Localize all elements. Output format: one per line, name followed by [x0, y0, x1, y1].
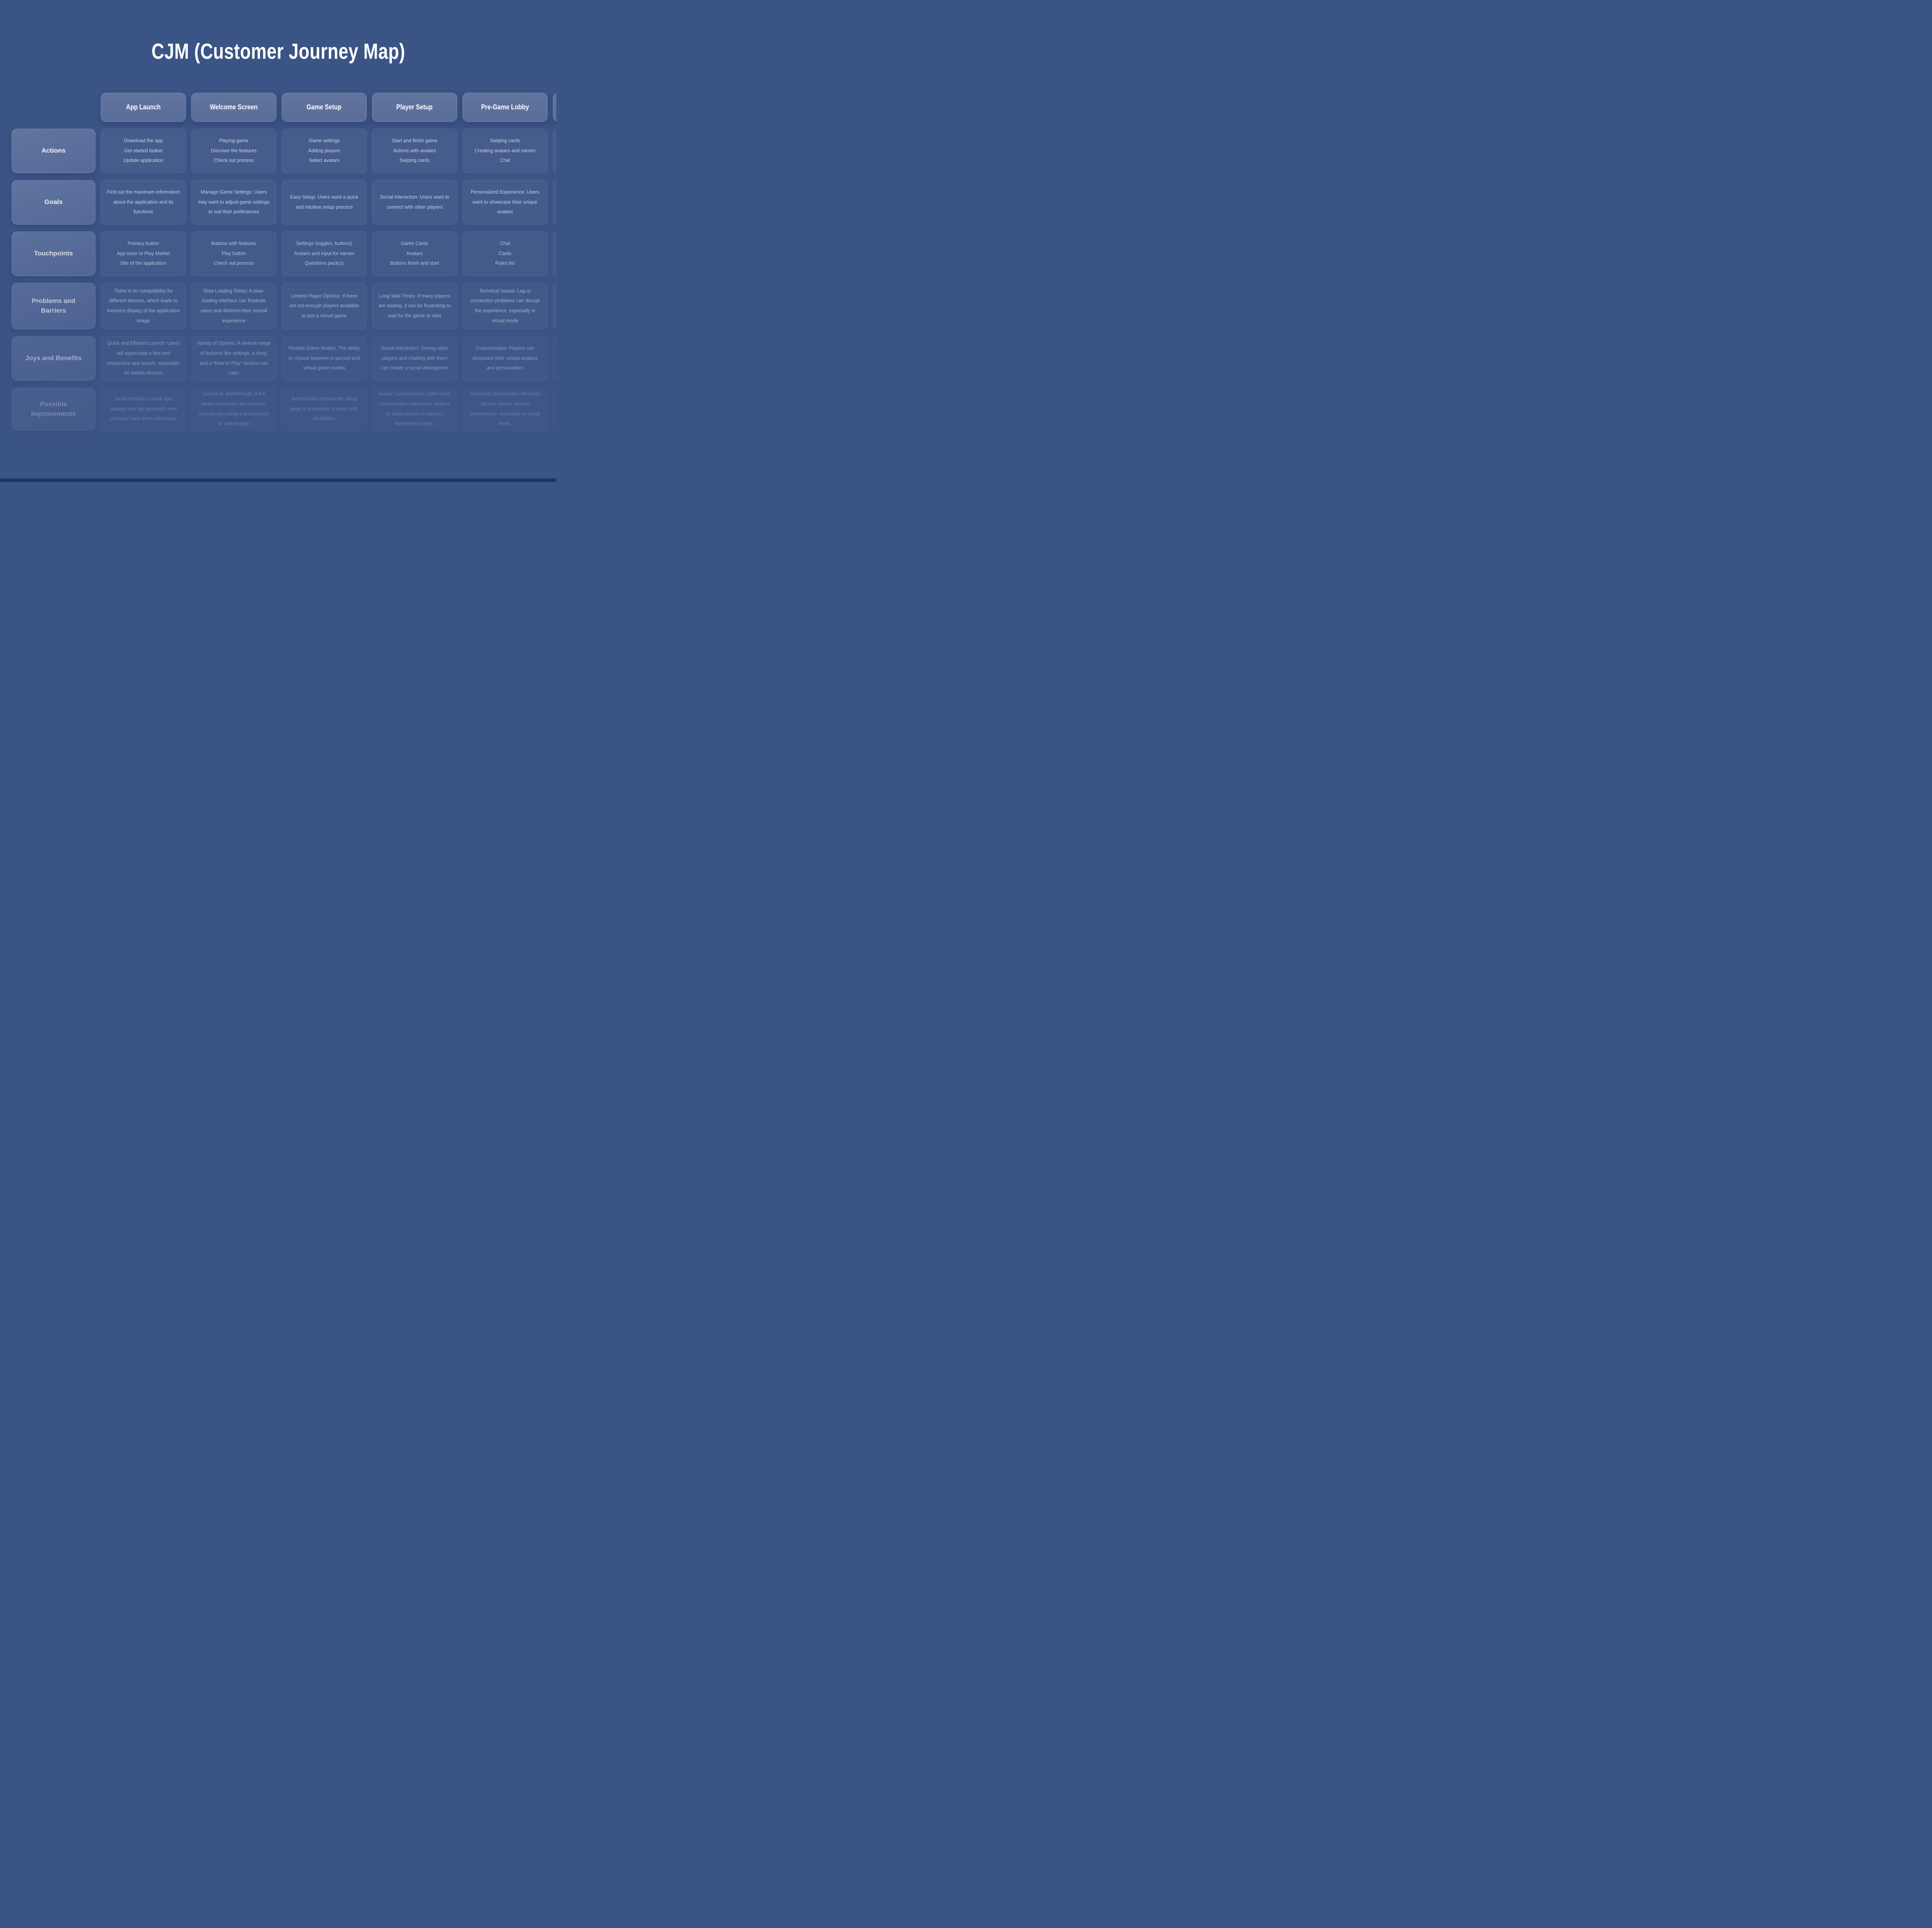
row-label-goals: Goals	[12, 180, 95, 225]
bottom-bar	[0, 478, 556, 482]
journey-cell: Start and finish game Actions with avata…	[372, 129, 457, 173]
cjm-page: CJM (Customer Journey Map) App Launch We…	[0, 0, 556, 482]
stage-header-game-setup: Game Setup	[282, 93, 367, 122]
journey-cell: Social Interaction: Users want to connec…	[372, 180, 457, 225]
journey-cell: Chat Cards Rules list	[463, 231, 548, 276]
journey-cell-partial	[553, 283, 556, 329]
journey-cell: There is no compatibility for different …	[101, 283, 186, 329]
journey-cell: Accessibility: Ensure the setup page is …	[282, 388, 367, 431]
row-label-possible-improvements: Possible Improvements	[12, 388, 95, 431]
stage-header-app-launch: App Launch	[101, 93, 186, 122]
journey-cell: Tutorial or Walkthrough: If the game mec…	[191, 388, 276, 431]
journey-cell-partial	[553, 129, 556, 173]
journey-cell: Easy Setup: Users want a quick and intui…	[282, 180, 367, 225]
stage-header-welcome-screen: Welcome Screen	[191, 93, 276, 122]
journey-cell: Find out the maximum information about t…	[101, 180, 186, 225]
journey-cell: Send reminders about app updates and tel…	[101, 388, 186, 431]
header-spacer	[12, 93, 95, 122]
journey-cell: Manage Game Settings: Users may want to …	[191, 180, 276, 225]
journey-cell: Technical Issues: Lag or connection prob…	[463, 283, 548, 329]
journey-cell: Limited Player Options: If there are not…	[282, 283, 367, 329]
journey-cell: Download the app Get started button Upda…	[101, 129, 186, 173]
journey-cell: Flexible Game Modes: The ability to choo…	[282, 336, 367, 381]
cjm-grid: App Launch Welcome Screen Game Setup Pla…	[12, 93, 556, 431]
journey-cell: Game settings Adding players Select avat…	[282, 129, 367, 173]
journey-cell-partial	[553, 336, 556, 381]
journey-cell-partial	[553, 180, 556, 225]
journey-cell: Buttons with features Play button Check …	[191, 231, 276, 276]
journey-cell: Playing game Discover the features Check…	[191, 129, 276, 173]
journey-cell: Settings (toggles, buttons) Avatars and …	[282, 231, 367, 276]
stage-header-player-setup: Player Setup	[372, 93, 457, 122]
journey-cell: Slow Loading Times: A slow-loading inter…	[191, 283, 276, 329]
journey-cell: Customization: Players can showcase thei…	[463, 336, 548, 381]
journey-cell: Game Cards Avatars Buttons finish and st…	[372, 231, 457, 276]
row-label-joys-and-benefits: Joys and Benefits	[12, 336, 95, 381]
journey-cell: Swiping cards Creating avatars and names…	[463, 129, 548, 173]
journey-cell: Social Interaction: Seeing other players…	[372, 336, 457, 381]
stage-header-partial	[553, 93, 556, 122]
journey-cell: Primary button App store or Play Market …	[101, 231, 186, 276]
row-label-problems-and-barriers: Problems and Barriers	[12, 283, 95, 329]
journey-cell: Personalized Experience: Users want to s…	[463, 180, 548, 225]
row-label-actions: Actions	[12, 129, 95, 173]
journey-cell: Technical Optimization: Minimize lag and…	[463, 388, 548, 431]
journey-cell: Long Wait Times: If many players are wai…	[372, 283, 457, 329]
page-title: CJM (Customer Journey Map)	[0, 39, 556, 63]
stage-header-pre-game-lobby: Pre-Game Lobby	[463, 93, 548, 122]
journey-cell: Variety of Options: A diverse range of f…	[191, 336, 276, 381]
journey-cell: Avatar Customization: Offer more customi…	[372, 388, 457, 431]
journey-cell-partial	[553, 388, 556, 431]
page-title-text: CJM (Customer Journey Map)	[151, 39, 405, 64]
row-label-touchpoints: Touchpoints	[12, 231, 95, 276]
journey-cell: Quick and Efficient Launch: Users will a…	[101, 336, 186, 381]
journey-cell-partial	[553, 231, 556, 276]
